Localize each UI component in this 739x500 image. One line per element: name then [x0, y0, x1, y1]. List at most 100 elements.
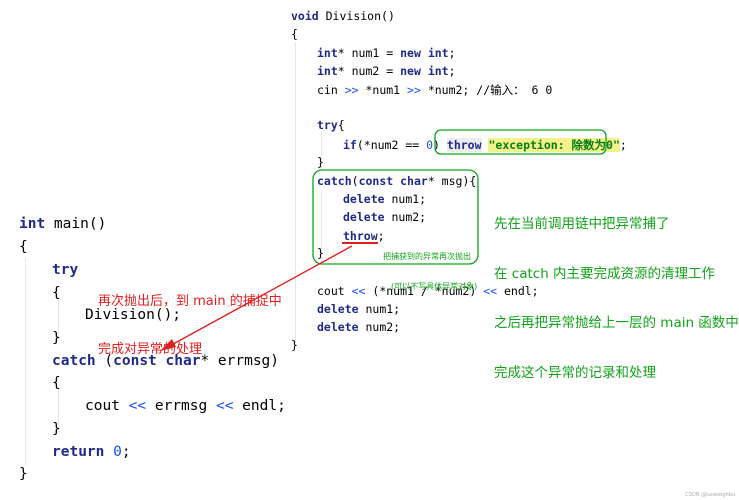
keyword: delete [317, 320, 359, 334]
keyword: char [400, 174, 428, 188]
code-text: ; [448, 64, 456, 78]
main-catch-explanation-line2: 完成对异常的处理 [98, 342, 203, 357]
keyword: int [317, 64, 338, 78]
catch-explanation-line1: 先在当前调用链中把异常捕了 [494, 216, 670, 232]
code-text: endl; [497, 284, 539, 298]
keyword: const [113, 353, 157, 369]
string-literal: "exception: 除数为0" [488, 138, 620, 152]
operator: << [215, 398, 234, 414]
operator: << [483, 284, 498, 298]
operator: << [128, 398, 147, 414]
number-literal: 0 [426, 138, 434, 152]
keyword: throw [343, 229, 378, 243]
code-text: { [337, 118, 345, 132]
rethrow-note: 把捕获到的异常再次抛出 (可以不写具体异常对象) [383, 232, 477, 302]
code-text: * errmsg) [200, 353, 280, 369]
code-line: } [317, 246, 324, 260]
keyword: try [52, 262, 79, 278]
indent-guide [58, 300, 59, 340]
keyword: delete [343, 192, 385, 206]
code-text: ; [377, 229, 385, 243]
code-text: main() [45, 216, 107, 232]
arrow-head [160, 339, 176, 351]
code-line: delete num2; [343, 210, 426, 224]
code-line: cout << (*num1 / *num2) << endl; [317, 284, 539, 298]
code-text: ( [95, 353, 114, 369]
code-line: cout << errmsg << endl; [85, 398, 286, 414]
code-line: { [52, 285, 61, 301]
code-text: cout [85, 398, 129, 414]
code-text: *num1 [358, 83, 408, 97]
keyword: char [165, 353, 201, 369]
code-line: delete num1; [317, 302, 400, 316]
code-line: delete num1; [343, 192, 426, 206]
code-line: try{ [317, 118, 345, 132]
indent-guide [295, 42, 296, 347]
catch-block-box [312, 169, 479, 265]
indent-guide [321, 132, 322, 172]
code-line: } [19, 466, 28, 482]
code-text: ) [433, 138, 447, 152]
indent-guide [321, 190, 322, 262]
operator: >> [344, 83, 359, 97]
keyword: if [343, 138, 357, 152]
rethrow-note-line2: (可以不写具体异常对象) [391, 282, 478, 291]
code-line: void Division() [291, 9, 395, 23]
code-line: catch(const char* msg){ [317, 174, 476, 188]
keyword: int [19, 216, 46, 232]
code-line: Division(); [85, 307, 182, 323]
code-line: { [291, 27, 298, 41]
code-text: num2; [358, 320, 401, 334]
rethrow-note-line1: 把捕获到的异常再次抛出 [383, 252, 471, 261]
code-text: ( [351, 174, 359, 188]
code-text: * msg){ [427, 174, 477, 188]
code-text: ; [619, 138, 627, 152]
catch-explanation: 先在当前调用链中把异常捕了 在 catch 内主要完成资源的清理工作 之后再把异… [494, 183, 739, 398]
code-line: int main() [19, 216, 106, 232]
operator: >> [407, 83, 421, 97]
main-catch-explanation: 再次抛出后，到 main 的捕捉中 完成对异常的处理 [98, 262, 282, 374]
watermark: CSDN @luoweighbu [685, 492, 735, 498]
catch-explanation-line2: 在 catch 内主要完成资源的清理工作 [494, 265, 716, 282]
code-line: int* num1 = new int; [317, 46, 456, 60]
code-text: num2; [384, 210, 427, 224]
code-text: cin [317, 83, 345, 97]
code-text: ; [121, 444, 131, 460]
keyword: delete [343, 210, 385, 224]
code-line: } [291, 338, 298, 352]
keyword: const [358, 174, 394, 188]
indent-guide [25, 258, 26, 466]
code-line: delete num2; [317, 320, 400, 334]
code-line: return 0; [52, 444, 131, 460]
code-line: } [52, 330, 61, 346]
code-line: if(*num2 == 0) throw "exception: 除数为0"; [343, 137, 627, 153]
code-line: { [19, 239, 28, 255]
code-text: num1; [384, 192, 427, 206]
catch-explanation-line3: 之后再把异常抛给上一层的 main 函数中 [494, 315, 739, 331]
rethrow-arrow [165, 245, 353, 349]
keyword: new [400, 64, 421, 78]
keyword: return [52, 444, 105, 460]
operator: << [351, 284, 366, 298]
keyword: int [427, 46, 449, 60]
code-text: (*num2 == [356, 138, 427, 152]
code-line: } [52, 421, 61, 437]
code-line: int* num2 = new int; [317, 64, 456, 78]
main-catch-explanation-line1: 再次抛出后，到 main 的捕捉中 [98, 294, 282, 309]
keyword: new [400, 46, 421, 60]
catch-explanation-line4: 完成这个异常的记录和处理 [494, 364, 656, 381]
code-text: Division() [318, 9, 395, 23]
code-line: } [317, 155, 324, 169]
keyword: throw [446, 138, 482, 152]
code-line: catch (const char* errmsg) [52, 353, 279, 369]
code-text: *num2; //输入： 6 0 [420, 83, 553, 97]
keyword: int [427, 64, 449, 78]
number-literal: 0 [113, 444, 122, 460]
code-text: * num2 = [337, 64, 401, 78]
keyword: catch [317, 174, 352, 188]
keyword: void [291, 9, 319, 23]
keyword: catch [52, 353, 96, 369]
keyword: int [317, 46, 338, 60]
throw-statement-box [434, 129, 607, 155]
